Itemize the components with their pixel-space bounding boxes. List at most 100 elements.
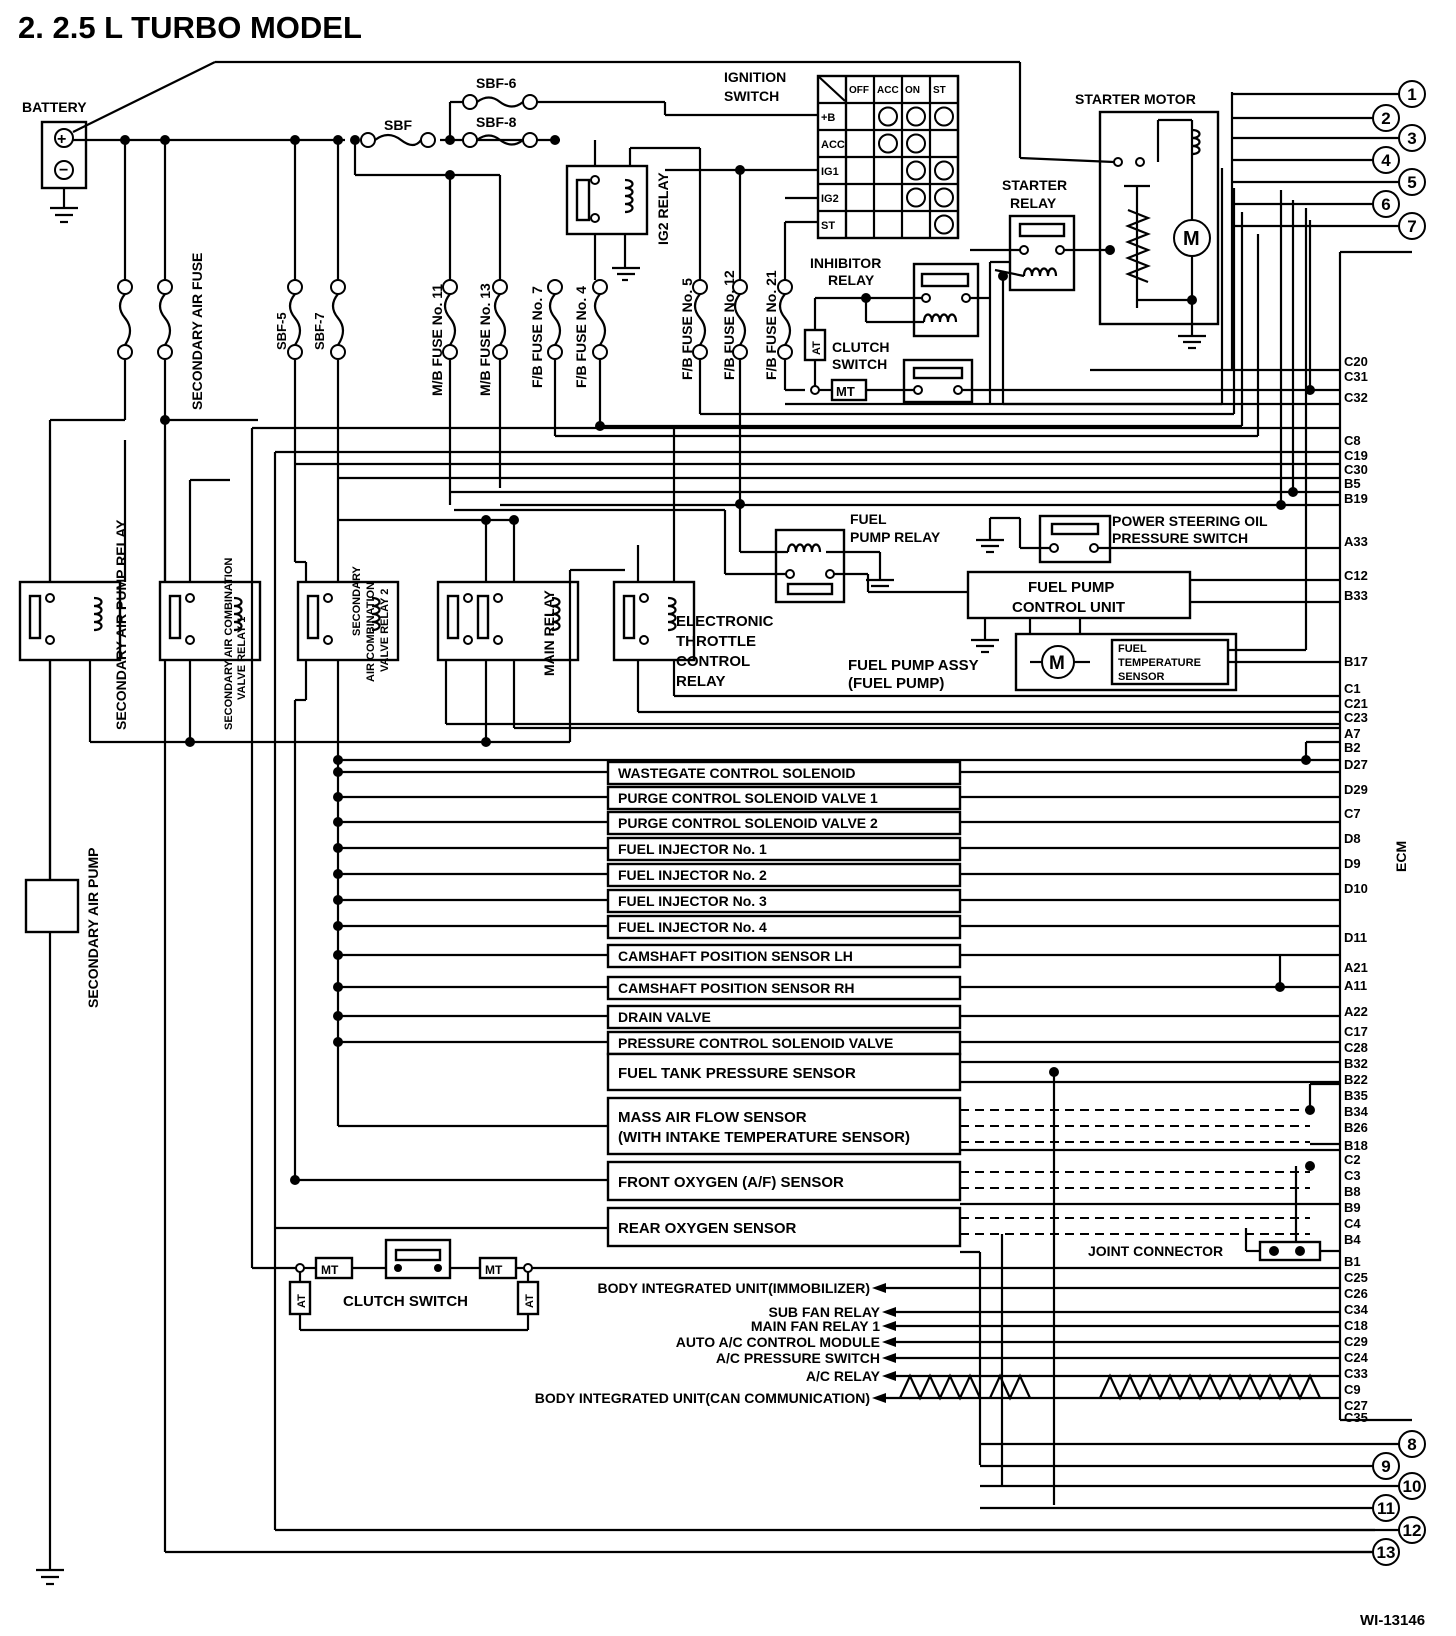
at-label-bottom-2: AT [524,1294,536,1308]
connector-5-label: 5 [1407,173,1416,192]
fuel-temp-label-2: TEMPERATURE [1118,657,1201,669]
ecm-pin-b2: B2 [1344,740,1361,755]
ecm-pin-c21: C21 [1344,696,1368,711]
ecm-pin-b34: B34 [1344,1104,1369,1119]
mt-label-bottom-2: MT [485,1263,503,1277]
fb5-label: F/B FUSE No. 5 [679,278,695,380]
junction [333,792,343,802]
sbf8-fuse [462,132,538,148]
ignition-col-acc: ACC [877,85,899,96]
ecm-pin-d29: D29 [1344,782,1368,797]
etc-relay-label-1: ELECTRONIC [676,613,774,630]
junction [1301,755,1311,765]
fuel-pump-assy-label-1: FUEL PUMP ASSY [848,657,979,674]
ecm-pin-c3: C3 [1344,1168,1361,1183]
connector-8-label: 8 [1407,1435,1416,1454]
bottom-outputs: BODY INTEGRATED UNIT(IMMOBILIZER)SUB FAN… [535,1280,1340,1406]
fuse-terminal [157,279,173,295]
fuse-element [593,293,607,346]
junction [481,737,491,747]
fuse-terminal [157,344,173,360]
ecm-pins: C20C31C32C8C19C30B5B19A33C12B33B17C1C21C… [1344,354,1369,1425]
connector-3-label: 3 [1407,129,1416,148]
ecm-pin-b33: B33 [1344,588,1368,603]
ignition-contact [878,106,898,127]
rear-o2-label: REAR OXYGEN SENSOR [618,1220,797,1237]
ecm-pin-c23: C23 [1344,710,1368,725]
at-label-bottom-1: AT [296,1294,308,1308]
ignition-contact [906,187,926,208]
ecm-pin-b8: B8 [1344,1184,1361,1199]
ecm-pin-d8: D8 [1344,831,1361,846]
relay-pin [639,635,649,645]
ecm-label: ECM [1393,841,1409,872]
fuse-element [493,293,507,346]
arrow-icon [882,1337,896,1347]
ecm-pin-c4: C4 [1344,1216,1361,1231]
ecm-pin-a7: A7 [1344,726,1361,741]
ecm-pin-c8: C8 [1344,433,1361,448]
ecm-pin-c17: C17 [1344,1024,1368,1039]
component-label: PURGE CONTROL SOLENOID VALVE 2 [618,815,878,831]
relay-pin [463,635,473,645]
ecm-pin-c20: C20 [1344,354,1368,369]
fuse-terminal [547,344,563,360]
component-label: CAMSHAFT POSITION SENSOR RH [618,980,854,996]
ignition-switch-label-1: IGNITION [724,69,786,85]
arrow-icon [872,1283,886,1293]
ignition-col-on: ON [905,85,920,96]
connector-7-label: 7 [1407,217,1416,236]
sec-air-pump-label: SECONDARY AIR PUMP [85,847,101,1008]
relay-coil [93,596,103,632]
fuel-pump-relay [454,504,968,604]
relay-coil [667,596,677,632]
junction [333,950,343,960]
ecm-pin-b18: B18 [1344,1138,1368,1153]
ignition-contact [906,160,926,181]
ignition-row-label: IG1 [821,166,839,178]
starter-relay [970,214,1115,292]
ecm-pin-c18: C18 [1344,1318,1368,1333]
diagram-title: 2. 2.5 L TURBO MODEL [18,10,362,45]
fb4-label: F/B FUSE No. 4 [573,286,589,388]
sbf6-label: SBF-6 [476,75,517,91]
fuse-element [118,293,132,346]
junction [1275,982,1285,992]
ignition-contact [906,106,926,127]
junction [333,869,343,879]
ecm-pin-b35: B35 [1344,1088,1368,1103]
starter-motor: M [1019,110,1220,350]
junction [1288,487,1298,497]
fuel-pump-relay-label-2: PUMP RELAY [850,529,941,545]
fb12-label: F/B FUSE No. 12 [721,270,737,380]
ecm-pin-b5: B5 [1344,476,1361,491]
starter-motor-label: STARTER MOTOR [1075,91,1196,107]
ecm-pin-c30: C30 [1344,462,1368,477]
fuse-terminal [777,279,793,295]
ecm-pin-b19: B19 [1344,491,1368,506]
secondary-air-pump [24,878,80,1586]
relay-pin [639,593,649,603]
connector-11-label: 11 [1377,1499,1395,1518]
ignition-col-st: ST [933,85,946,96]
arrow-icon [882,1353,896,1363]
fuel-tank-sensor-label: FUEL TANK PRESSURE SENSOR [618,1065,856,1082]
inhibitor-relay-label-1: INHIBITOR [810,255,881,271]
ecm-pin-b4: B4 [1344,1232,1361,1247]
sbf5-label: SBF-5 [274,312,289,350]
fuse-terminal [492,344,508,360]
component-label: DRAIN VALVE [618,1009,711,1025]
fuse-element [733,293,747,346]
clutch-switch-bottom [250,428,1340,1332]
junction [333,755,343,765]
junction [333,921,343,931]
ecm-pin-c12: C12 [1344,568,1368,583]
relay-contact [476,594,490,640]
clutch-switch-top-label-2: SWITCH [832,356,887,372]
starter-relay-label-1: STARTER [1002,177,1067,193]
fuse-element [331,293,345,346]
fuel-pump-relay-label-1: FUEL [850,511,887,527]
fuse-terminal [692,344,708,360]
connector-12-label: 12 [1403,1521,1422,1540]
